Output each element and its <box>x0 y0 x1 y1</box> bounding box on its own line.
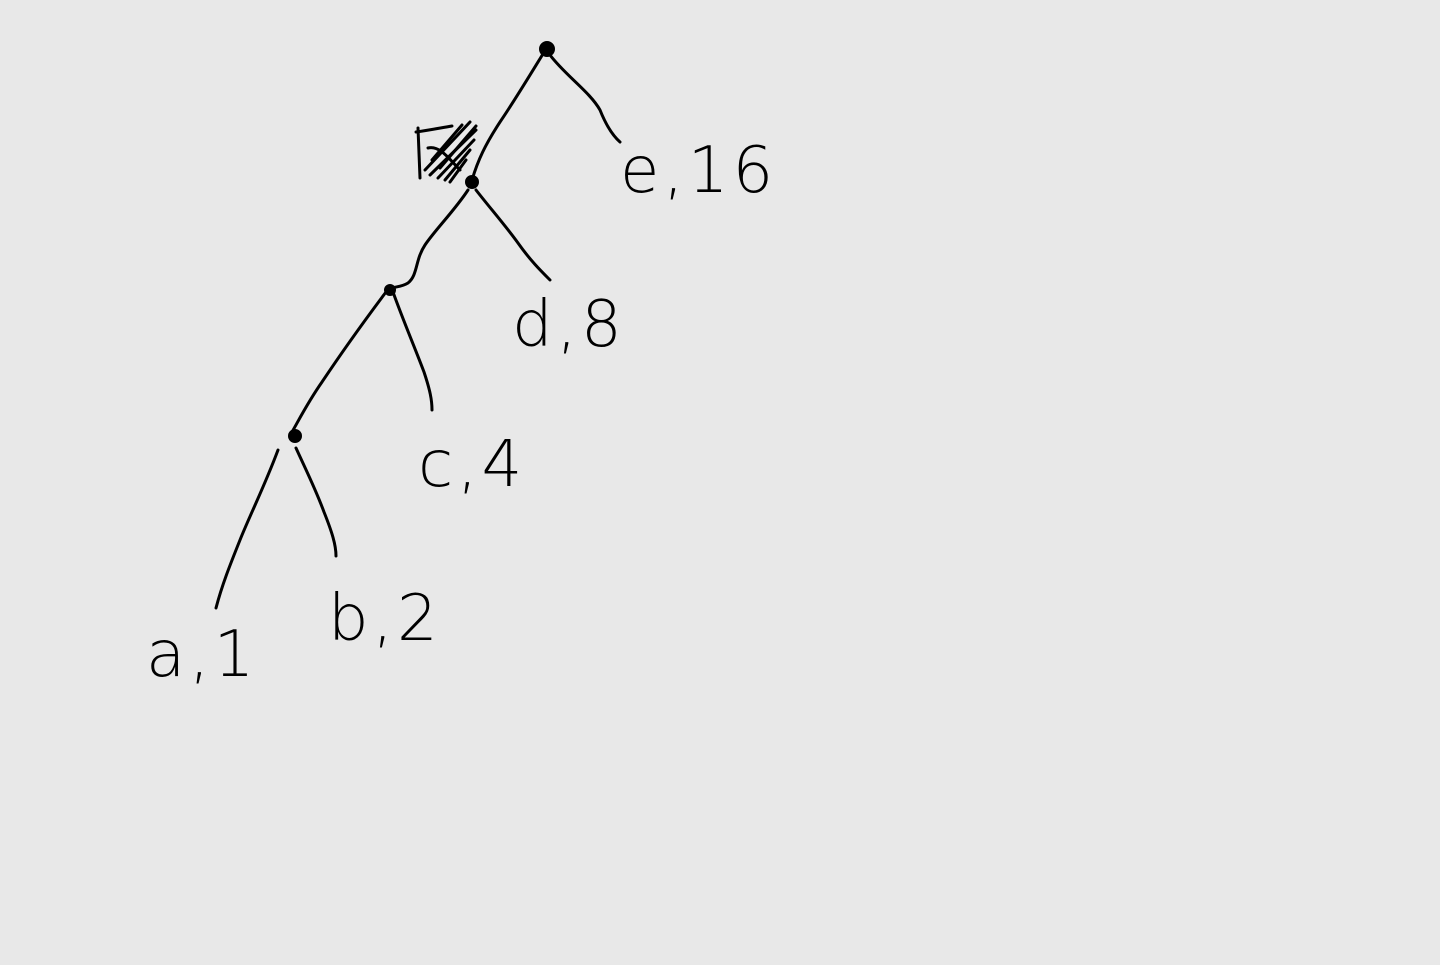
leaf-label-e: e,16 <box>620 134 777 208</box>
edge-node4-b <box>294 446 338 558</box>
leaf-label-b: b,2 <box>328 582 442 656</box>
scribble-mark <box>414 120 478 184</box>
internal-node-3 <box>384 284 396 296</box>
edge-node2-node3 <box>386 188 470 292</box>
internal-node-4 <box>288 429 302 443</box>
leaf-label-a: a,1 <box>146 618 258 692</box>
leaf-label-c: c,4 <box>418 428 526 502</box>
edge-node3-c <box>391 290 434 412</box>
root-node <box>539 41 555 57</box>
edge-root-e <box>548 53 622 144</box>
internal-node-2 <box>465 175 479 189</box>
edge-node2-d <box>474 188 552 282</box>
edge-root-left <box>470 47 548 182</box>
leaf-label-d: d,8 <box>512 288 626 362</box>
edge-node4-a <box>214 448 280 610</box>
edge-node3-node4 <box>290 290 388 434</box>
